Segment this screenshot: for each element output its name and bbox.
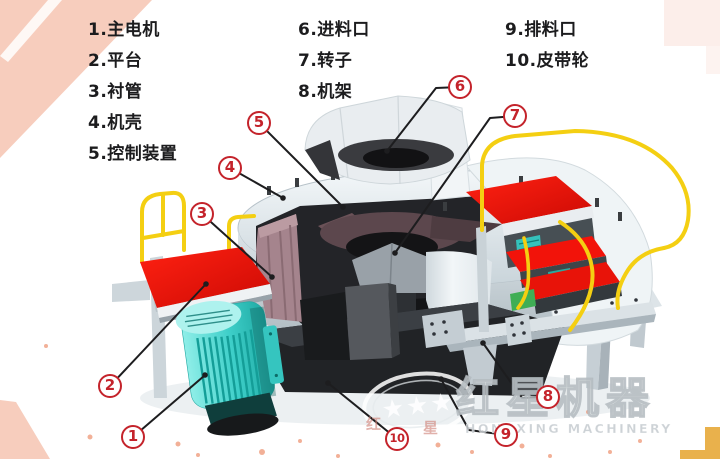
callout-2: 2 bbox=[98, 374, 122, 398]
watermark-small-cn-right: 星 bbox=[423, 419, 439, 437]
legend-item-7: 7.转子 bbox=[298, 51, 353, 71]
callout-1: 1 bbox=[121, 425, 145, 449]
frame-beams bbox=[422, 298, 656, 386]
legend-item-10: 10.皮带轮 bbox=[505, 51, 590, 71]
callout-5: 5 bbox=[247, 111, 271, 135]
legend-item-2: 2.平台 bbox=[88, 51, 143, 71]
legend-item-9: 9.排料口 bbox=[505, 20, 577, 40]
legend-item-5: 5.控制装置 bbox=[88, 144, 178, 164]
right-railing bbox=[480, 128, 691, 250]
left-railing bbox=[140, 190, 186, 264]
speckles bbox=[44, 344, 642, 458]
callout-3: 3 bbox=[190, 202, 214, 226]
callout-4: 4 bbox=[218, 156, 242, 180]
legend-item-6: 6.进料口 bbox=[298, 20, 370, 40]
callout-9: 9 bbox=[494, 423, 518, 447]
legend-item-8: 8.机架 bbox=[298, 82, 353, 102]
main-motor bbox=[175, 300, 284, 436]
callout-10: 10 bbox=[385, 427, 409, 451]
watermark-small-cn-left: 红 bbox=[366, 415, 382, 433]
feed-hopper bbox=[304, 95, 471, 201]
right-platform-stairs bbox=[466, 128, 691, 332]
legend-item-1: 1.主电机 bbox=[88, 20, 160, 40]
platform-deck bbox=[140, 247, 270, 308]
legend-item-4: 4.机壳 bbox=[88, 113, 143, 133]
callout-7: 7 bbox=[503, 104, 527, 128]
callout-6: 6 bbox=[448, 75, 472, 99]
leader-dots bbox=[202, 148, 486, 386]
legend-item-3: 3.衬管 bbox=[88, 82, 143, 102]
callout-8: 8 bbox=[536, 385, 560, 409]
